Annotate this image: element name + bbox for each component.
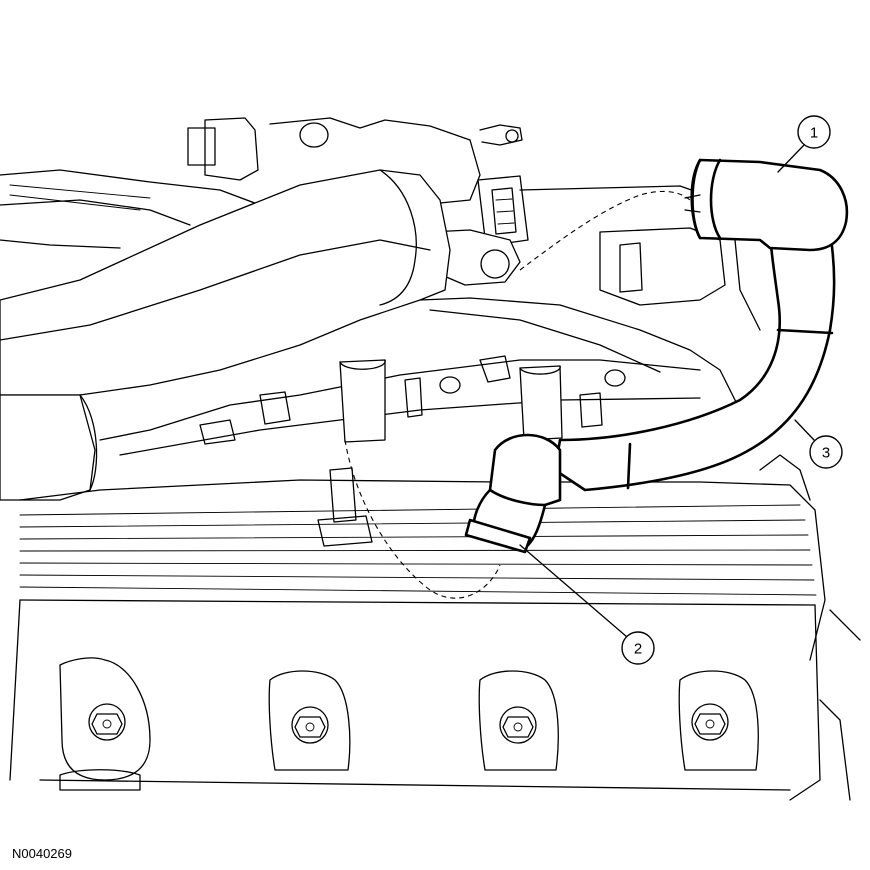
callout-leaders [519,144,815,638]
callout-3-number: 3 [822,445,830,462]
bolt-boss-3 [478,670,559,771]
callout-2-number: 2 [634,641,642,658]
hose-routing-dashes [344,190,691,599]
callout-1: 1 [797,115,831,149]
callout-2: 2 [621,631,655,665]
injector-row [99,297,746,547]
cover-bolts [59,657,759,791]
leader-2 [519,544,628,638]
background-engine-parts [0,117,761,331]
pcv-hose [553,223,836,492]
bolt-boss-4 [678,670,759,771]
air-intake-duct [0,169,451,501]
valve-cover [9,479,826,801]
pcv-lower-connector [464,433,562,554]
callout-1-number: 1 [810,125,818,142]
leader-1 [777,144,805,173]
figure-id-label: N0040269 [12,846,72,861]
pcv-upper-connector [684,158,849,252]
bolt-boss-2 [268,670,351,771]
callout-3: 3 [809,435,843,469]
right-side-brackets [759,454,861,801]
leader-3 [794,419,815,441]
bolt-boss-1 [59,657,151,781]
